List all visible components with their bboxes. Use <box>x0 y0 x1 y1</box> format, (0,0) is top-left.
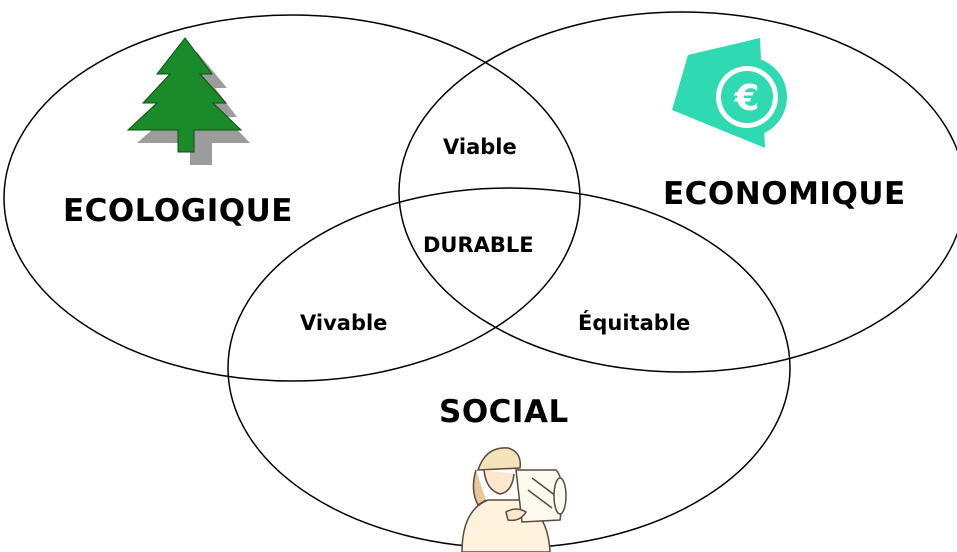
ecologique-circle <box>3 14 581 382</box>
vivable-label: Vivable <box>300 311 388 335</box>
economique-circle <box>398 11 957 373</box>
svg-text:€: € <box>733 78 759 119</box>
durable-label: DURABLE <box>423 233 534 257</box>
pine-tree-icon <box>126 37 250 165</box>
social-label: SOCIAL <box>439 394 569 430</box>
engineer-blueprint-icon <box>461 447 567 552</box>
euro-bill-icon: € <box>672 38 787 148</box>
viable-label: Viable <box>443 135 517 159</box>
ecologique-label: ECOLOGIQUE <box>63 193 293 229</box>
economique-label: ECONOMIQUE <box>663 176 906 212</box>
equitable-label: Équitable <box>578 311 691 335</box>
